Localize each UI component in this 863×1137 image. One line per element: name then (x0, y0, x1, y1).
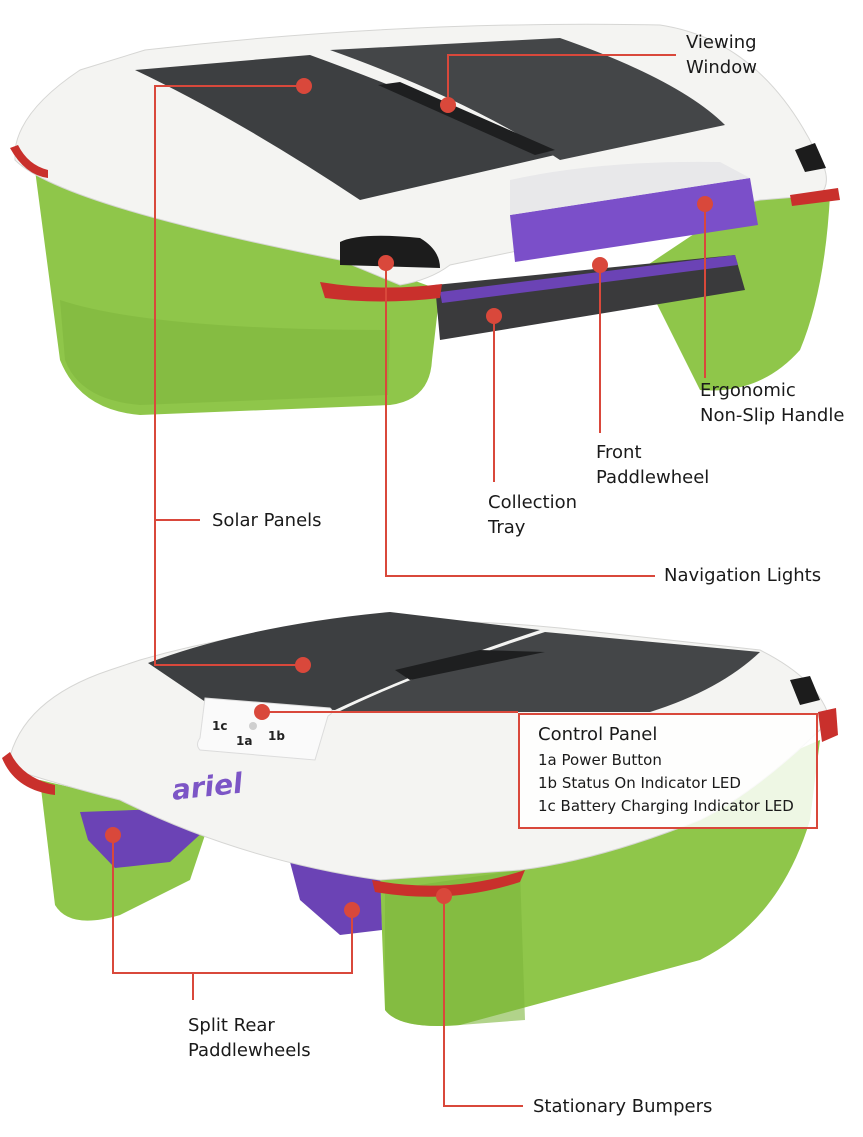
leader-stationary-bumpers (443, 896, 523, 1107)
label-navigation-lights: Navigation Lights (664, 565, 822, 586)
dot-stationary-bumpers (436, 888, 452, 904)
dot-rear-right (344, 902, 360, 918)
dot-control-panel (254, 704, 270, 720)
leader-solar-panels-lower (154, 520, 303, 666)
dot-front-paddlewheel (592, 257, 608, 273)
top-solar-panel-right (330, 38, 725, 160)
dot-solar-top (296, 78, 312, 94)
bottom-solar-panel-right (338, 632, 760, 712)
label-stationary-bumpers: Stationary Bumpers (533, 1096, 713, 1117)
bottom-viewing-slot (395, 650, 545, 680)
control-panel-callout: Control Panel 1a Power Button 1b Status … (518, 713, 818, 829)
top-hull-shadow (60, 300, 390, 405)
top-nav-light-left (340, 235, 440, 268)
marking-1b: 1b (268, 729, 285, 743)
leader-navigation-lights (385, 263, 655, 577)
top-viewing-window (378, 82, 555, 155)
label-solar-panels: Solar Panels (212, 510, 322, 531)
label-viewing-window: Viewing Window (686, 32, 757, 78)
bottom-bumper-right (818, 708, 838, 742)
dot-viewing-window (440, 97, 456, 113)
bottom-solar-panel-left (148, 612, 540, 710)
dot-rear-left (105, 827, 121, 843)
top-paddlewheel (440, 255, 738, 303)
top-robot (10, 23, 840, 415)
bottom-bumper-rear (372, 870, 525, 897)
bottom-hull-shade (385, 870, 525, 1026)
label-collection-tray: Collection Tray (488, 492, 578, 538)
top-nav-light-right (795, 143, 826, 172)
top-tray-underside (435, 255, 745, 340)
label-ergonomic-handle: Ergonomic Non-Slip Handle (700, 380, 845, 426)
dot-navigation-lights (378, 255, 394, 271)
leader-rear-right (193, 910, 353, 974)
label-split-rear-paddlewheels: Split Rear Paddlewheels (188, 1015, 311, 1061)
leader-solar-panels (154, 85, 304, 521)
control-panel-item: 1c Battery Charging Indicator LED (538, 797, 794, 815)
callout-lines (112, 54, 706, 1107)
leader-rear-left (112, 835, 194, 1000)
marking-1a: 1a (236, 734, 252, 748)
top-handle-recess (510, 161, 750, 215)
callout-dots (105, 78, 713, 918)
dot-solar-bottom (295, 657, 311, 673)
bottom-rear-paddle-right (290, 862, 382, 935)
bottom-bumper-left (2, 752, 55, 795)
control-panel-title: Control Panel (538, 724, 658, 745)
top-solar-panel-left (135, 55, 555, 200)
leader-viewing-window (447, 54, 676, 105)
top-bumper-front (320, 282, 442, 302)
top-handle (510, 178, 758, 262)
top-bumper-left (10, 145, 48, 178)
power-button-dot (249, 722, 257, 730)
bottom-nav-light (790, 676, 820, 705)
top-bumper-right (790, 188, 840, 206)
marking-1c: 1c (212, 719, 227, 733)
control-panel-item: 1a Power Button (538, 751, 662, 769)
label-front-paddlewheel: Front Paddlewheel (596, 442, 710, 488)
dot-handle (697, 196, 713, 212)
bottom-control-panel (197, 697, 333, 761)
brand-logo: ariel (170, 767, 244, 807)
control-panel-item: 1b Status On Indicator LED (538, 774, 741, 792)
dot-collection-tray (486, 308, 502, 324)
